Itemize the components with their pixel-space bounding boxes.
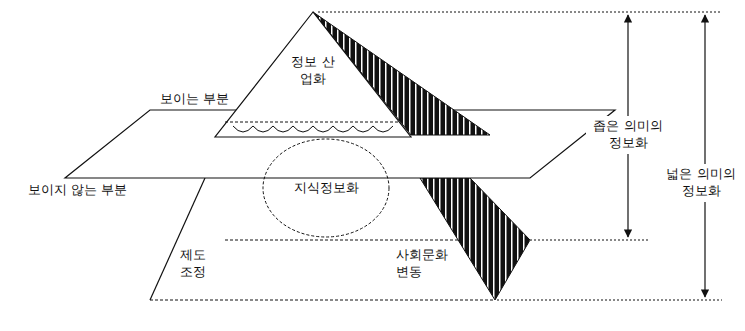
- node-text: 지식정보화: [271, 180, 381, 197]
- pyramid-tip: 정보 산업화: [215, 12, 411, 140]
- part-label: 제도 조정: [180, 247, 220, 281]
- part-label: 좁은 의미의 정보화: [586, 116, 670, 154]
- triangle-outline: [215, 12, 411, 137]
- part-label: 보이지 않는 부분: [28, 182, 158, 199]
- ellipse-outline: [263, 139, 389, 237]
- dashed-circle: 지식정보화: [262, 138, 390, 238]
- waterline-wave: [233, 126, 393, 132]
- part-label: 넓은 의미의 정보화: [661, 164, 741, 202]
- part-label: 사회문화 변동: [396, 247, 458, 281]
- node-text: 정보 산업화: [290, 54, 336, 88]
- part-label: 보이는 부분: [160, 91, 250, 108]
- waterline-dashed: [225, 122, 401, 123]
